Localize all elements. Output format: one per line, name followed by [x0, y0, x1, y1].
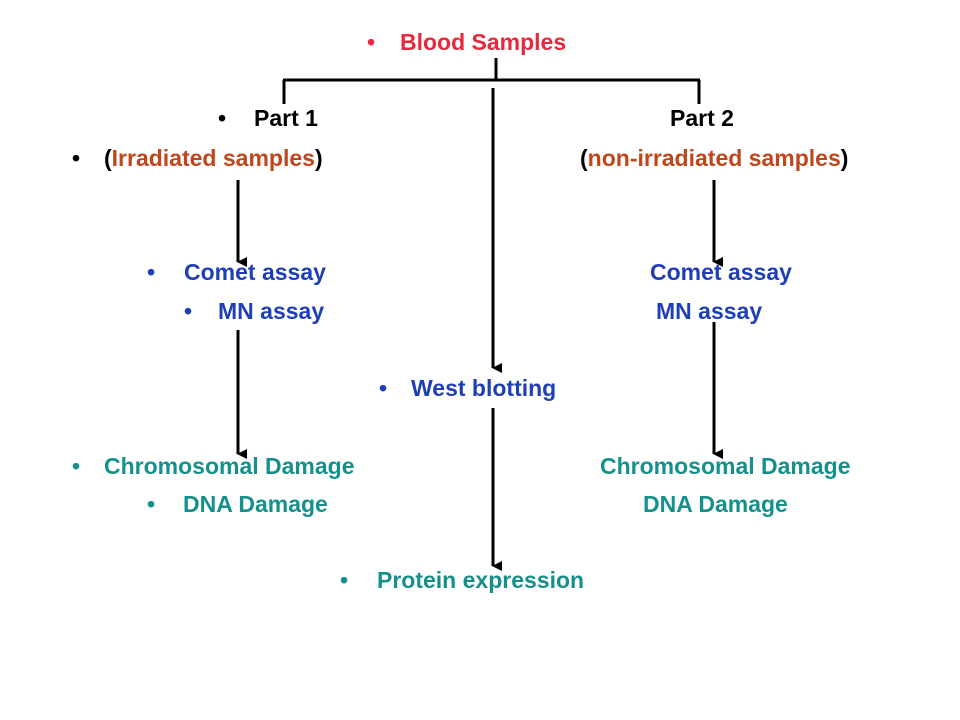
- bullet-icon: •: [184, 298, 193, 324]
- mn-assay-right-label: MN assay: [656, 298, 763, 324]
- bullet-icon: •: [72, 145, 81, 171]
- bullet-icon: •: [340, 567, 349, 593]
- mn-assay-left-label: MN assay: [218, 298, 325, 324]
- irradiated-samples-label: (Irradiated samples): [104, 145, 323, 171]
- chromosomal-damage-right-label: Chromosomal Damage: [600, 453, 851, 479]
- bullet-icon: •: [367, 29, 376, 55]
- blood-samples-label: Blood Samples: [400, 29, 567, 55]
- chromosomal-damage-left-label: Chromosomal Damage: [104, 453, 355, 479]
- dna-damage-right-label: DNA Damage: [643, 491, 788, 517]
- bullet-icon: •: [72, 453, 81, 479]
- bullet-icon: •: [147, 259, 156, 285]
- protein-expression-label: Protein expression: [377, 567, 585, 593]
- comet-assay-right-label: Comet assay: [650, 259, 792, 285]
- bullet-icon: •: [379, 375, 388, 401]
- west-blotting-label: West blotting: [411, 375, 557, 401]
- part2-label: Part 2: [670, 105, 734, 131]
- comet-assay-left-label: Comet assay: [184, 259, 326, 285]
- non-irradiated-samples-label: (non-irradiated samples): [580, 145, 849, 171]
- part1-label: Part 1: [254, 105, 318, 131]
- dna-damage-left-label: DNA Damage: [183, 491, 328, 517]
- bullet-icon: •: [218, 105, 227, 131]
- bullet-icon: •: [147, 491, 156, 517]
